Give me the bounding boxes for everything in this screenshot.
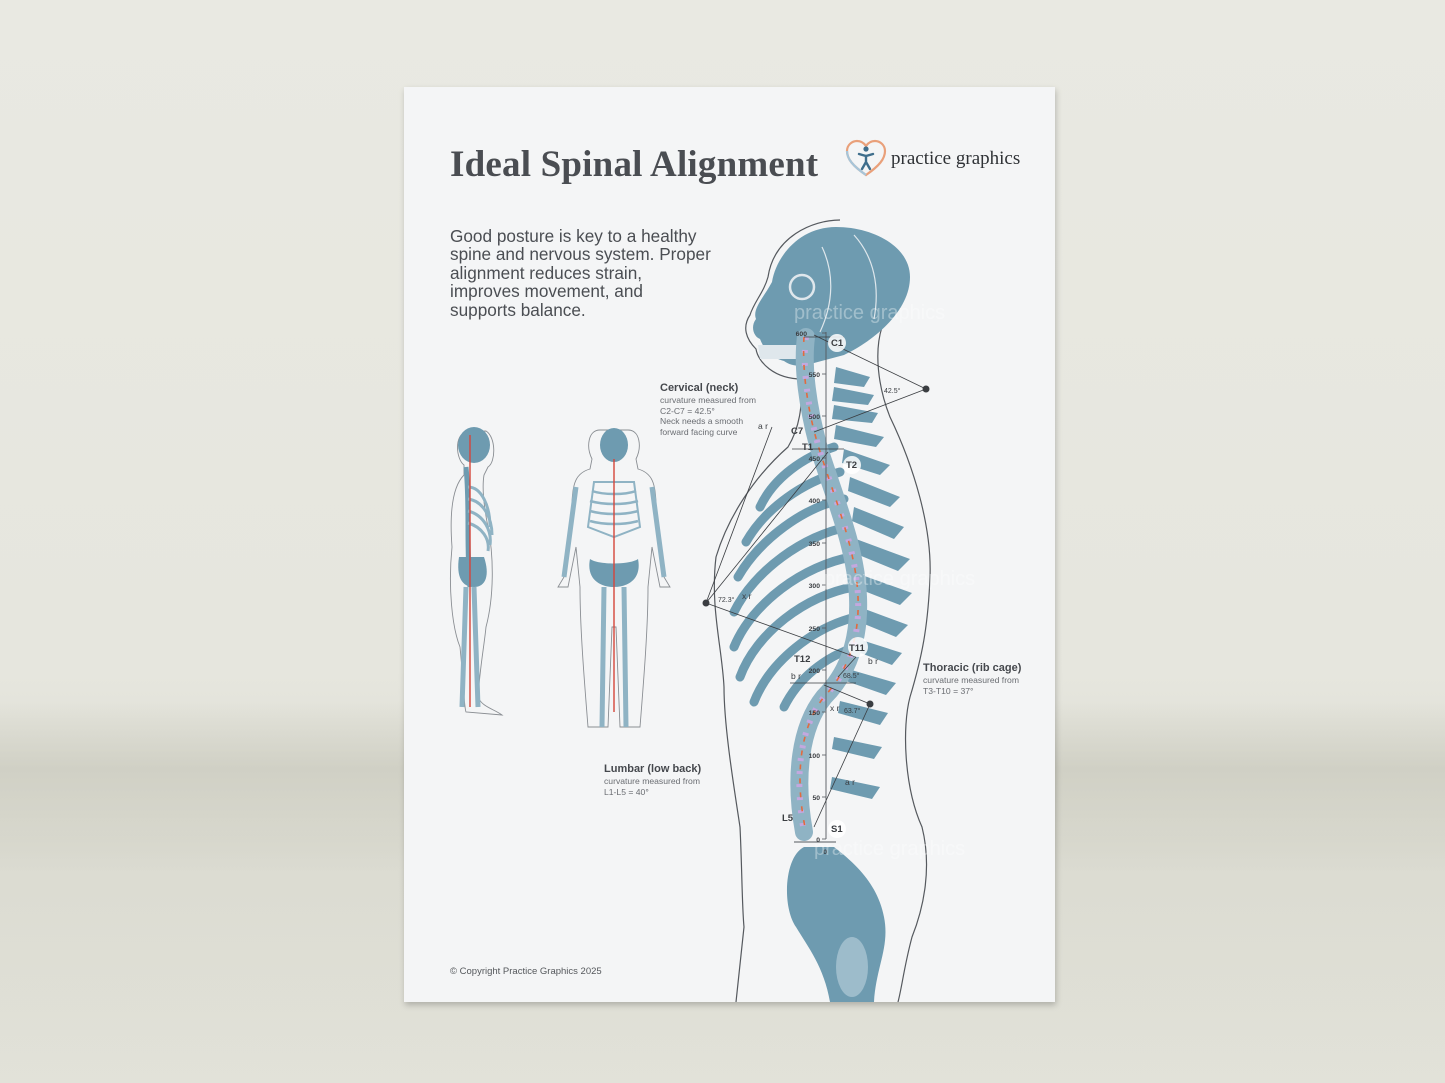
callout-line: L1-L5 = 40° [604, 786, 649, 797]
scale-tick-label: 550 [809, 372, 821, 379]
callout-line: curvature measured from [660, 395, 756, 405]
watermark-text: practice graphics [814, 838, 965, 860]
callout-line: T3-T10 = 37° [923, 685, 974, 696]
scale-tick-label: 600 [796, 331, 808, 338]
poster-title: Ideal Spinal Alignment [450, 144, 819, 185]
vertebra-label-s1: S1 [831, 824, 843, 835]
spine-illustration: 600 550 500 450 400 350 300 250 200 150 … [449, 219, 975, 1002]
intro-line: Good posture is key to a healthy [450, 226, 697, 246]
watermark-text: practice graphics [824, 568, 975, 590]
front-view-skeleton [557, 428, 671, 728]
brand-name: practice graphics [891, 148, 1021, 169]
intro-line: spine and nervous system. Proper [450, 244, 711, 265]
intro-line: supports balance. [450, 299, 586, 320]
vertebra-label-t11: T11 [849, 643, 866, 654]
callout-line: curvature measured from [604, 776, 700, 786]
large-side-figure: 600 550 500 450 400 350 300 250 200 150 … [702, 219, 931, 1002]
copyright-notice: © Copyright Practice Graphics 2025 [450, 966, 602, 977]
scale-tick-label: 250 [809, 626, 821, 633]
scale-tick-label: 500 [809, 414, 821, 421]
intro-line: improves movement, and [450, 281, 643, 302]
callout-heading: Thoracic (rib cage) [923, 662, 1022, 674]
watermark-text: practice graphics [794, 302, 945, 324]
angle-label-lumbar: 63.7° [844, 707, 861, 715]
scale-tick-label: 200 [809, 668, 821, 675]
scale-tick-label: 300 [809, 583, 821, 590]
scale-tick-label: 350 [809, 541, 821, 548]
callout-line: forward facing curve [660, 426, 738, 437]
angle-label-thoracic-front: 72.3° [718, 596, 735, 604]
callout-heading: Cervical (neck) [660, 382, 739, 394]
vertebra-label-c1: C1 [831, 338, 844, 349]
scale-tick-label: 100 [809, 753, 821, 760]
marker-b-r: b r [868, 656, 878, 666]
vertebra-label-t12: T12 [794, 654, 810, 665]
brand-logo: practice graphics [845, 139, 1020, 181]
marker-x-r: x r [742, 591, 752, 601]
callout-line: Neck needs a smooth [660, 416, 744, 427]
vertebra-label-l5: L5 [782, 813, 794, 824]
callout-thoracic: Thoracic (rib cage) curvature measured f… [923, 662, 1021, 696]
vertebra-label-t2: T2 [846, 460, 857, 471]
angle-label-thoracic-low: 68.5° [843, 672, 860, 680]
side-view-skeleton [449, 427, 504, 716]
scale-tick-label: 450 [809, 456, 821, 463]
intro-paragraph: Good posture is key to a healthy spine a… [450, 227, 750, 319]
scale-tick-label: 50 [812, 795, 820, 802]
vertebra-label-t1: T1 [802, 442, 814, 453]
scale-tick-label: 0 [816, 837, 820, 844]
callout-cervical: Cervical (neck) curvature measured from … [660, 382, 756, 437]
marker-b-r-2: b r [791, 671, 801, 681]
poster: Ideal Spinal Alignment practice graphics… [404, 87, 1055, 1002]
callout-lumbar: Lumbar (low back) curvature measured fro… [604, 763, 701, 797]
callout-heading: Lumbar (low back) [604, 763, 702, 775]
vertebra-label-c7: C7 [791, 426, 803, 437]
marker-a-r-2: a r [845, 777, 855, 787]
callout-line: C2-C7 = 42.5° [660, 405, 715, 416]
callout-line: curvature measured from [923, 675, 1019, 685]
scale-tick-label: 0 [823, 849, 827, 856]
scale-tick-label: 400 [809, 498, 821, 505]
marker-x-r-2: x r [830, 703, 840, 713]
marker-a-r: a r [758, 421, 768, 431]
intro-line: alignment reduces strain, [450, 262, 643, 283]
scale-tick-label: 150 [809, 710, 821, 717]
heart-figure-icon [845, 139, 887, 177]
angle-label-cervical: 42.5° [884, 387, 901, 395]
